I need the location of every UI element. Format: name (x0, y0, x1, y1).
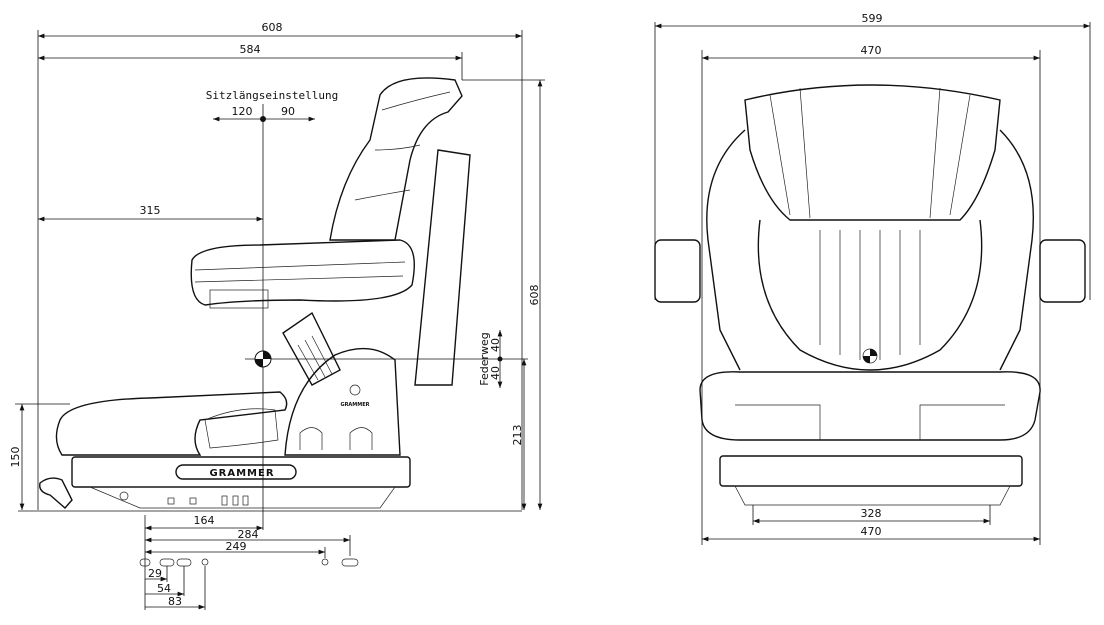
front-view: 599 470 328 470 (654, 12, 1091, 545)
dim-315: 315 (140, 204, 161, 217)
hole-29: 29 (148, 567, 162, 580)
dim-584: 584 (240, 43, 261, 56)
dim-328: 328 (861, 507, 882, 520)
side-view: 608 584 608 Sitzlängseinstellung 120 90 … (9, 21, 545, 610)
suspension-down: 40 (489, 366, 502, 380)
dim-608-height: 608 (528, 285, 541, 306)
dim-608-top: 608 (262, 21, 283, 34)
seat-index-point-marker (245, 350, 505, 368)
brand-logo-small: GRAMMER (340, 402, 369, 408)
dim-284: 284 (238, 528, 259, 541)
suspension-label: Federweg (478, 332, 491, 386)
hole-54: 54 (157, 582, 171, 595)
dim-164: 164 (194, 514, 215, 527)
seat-front-outline (654, 84, 1086, 506)
dim-150: 150 (9, 447, 22, 468)
adjust-forward-value: 90 (281, 105, 295, 118)
seat-adjust-label: Sitzlängseinstellung (206, 89, 338, 102)
dim-249: 249 (226, 540, 247, 553)
hole-83: 83 (168, 595, 182, 608)
dim-470-top: 470 (861, 44, 882, 57)
dim-599: 599 (862, 12, 883, 25)
brand-logo: GRAMMER (209, 468, 274, 479)
seat-side-outline: GRAMMER GRAMMER (39, 77, 471, 509)
adjust-back-value: 120 (232, 105, 253, 118)
mounting-hole-dimensions: 164 284 249 29 54 83 (139, 514, 359, 610)
dim-213: 213 (511, 425, 524, 446)
suspension-up: 40 (489, 338, 502, 352)
dim-470-bottom: 470 (861, 525, 882, 538)
